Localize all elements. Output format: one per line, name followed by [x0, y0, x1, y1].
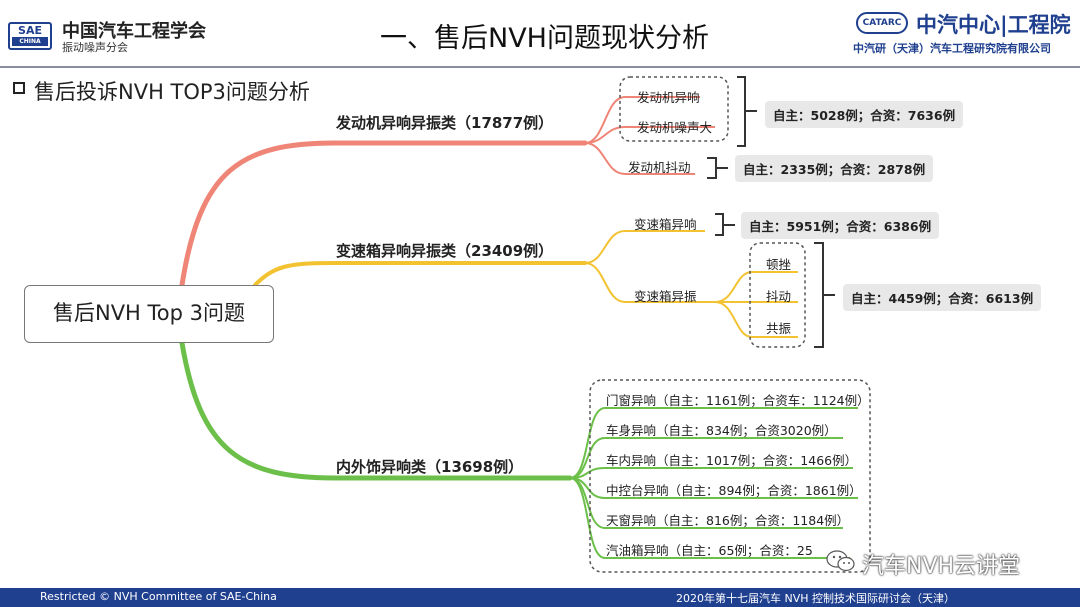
category-trim: 内外饰异响类（13698例） — [336, 458, 524, 476]
group-engine-noise — [619, 76, 729, 142]
branch-trim-sub2 — [569, 437, 843, 479]
footer-event: 2020年第十七届汽车 NVH 控制技术国际研讨会（天津） — [676, 592, 956, 605]
branch-trim-sub3 — [569, 467, 853, 479]
sub-engine-loud-noise: 发动机噪声大 — [637, 120, 713, 135]
header-divider — [0, 66, 1080, 68]
catarc-name: 中汽中心|工程院 — [916, 13, 1071, 37]
catarc-logo: CATARC — [856, 12, 908, 34]
branch-gearbox-sub2 — [584, 262, 715, 303]
root-node: 售后NVH Top 3问题 — [24, 285, 274, 343]
sub-engine-shake: 发动机抖动 — [628, 160, 691, 175]
leaf-resonance: 共振 — [766, 321, 792, 336]
footer-bar — [0, 588, 1080, 607]
group-trim-noise — [589, 379, 871, 573]
sae-china-logo: SAE CHINA — [8, 22, 52, 50]
branch-trim-sub6 — [569, 477, 850, 559]
sub-gearbox-vibration: 变速箱异振 — [634, 289, 697, 304]
bracket-engine-2 — [707, 157, 728, 179]
catarc-subname: 中汽研（天津）汽车工程研究院有限公司 — [853, 42, 1051, 55]
square-bullet-icon — [13, 82, 25, 94]
stat-engine-shake: 自主：2335例；合资：2878例 — [735, 155, 934, 182]
leaf-shake: 抖动 — [766, 289, 792, 304]
sub-trim-console: 中控台异响（自主：894例；合资：1861例） — [606, 483, 862, 498]
branch-gearbox — [253, 261, 587, 287]
footer-copyright: Restricted © NVH Committee of SAE-China — [40, 590, 277, 603]
stat-gearbox-vibration: 自主：4459例；合资：6613例 — [843, 284, 1042, 311]
branch-gearbox-leaf1 — [714, 271, 798, 303]
branch-trim-sub1 — [569, 407, 858, 479]
sub-trim-door-window: 门窗异响（自主：1161例；合资车：1124例） — [606, 393, 870, 408]
sub-gearbox-noise: 变速箱异响 — [634, 217, 697, 232]
slide-title: 一、售后NVH问题现状分析 — [380, 23, 709, 54]
bracket-gearbox-1 — [715, 213, 735, 236]
sae-logo-text: SAE — [18, 24, 42, 37]
sub-trim-fuel-tank: 汽油箱异响（自主：65例；合资：25 — [606, 543, 813, 558]
sub-trim-sunroof: 天窗异响（自主：816例；合资：1184例） — [606, 513, 850, 528]
branch-trim — [179, 340, 573, 481]
leaf-jerk: 顿挫 — [766, 257, 792, 272]
branch-gearbox-leaf3 — [714, 301, 798, 338]
stat-engine-noise: 自主：5028例；合资：7636例 — [765, 101, 964, 128]
stat-gearbox-noise: 自主：5951例；合资：6386例 — [741, 212, 940, 239]
branch-engine-sub3 — [584, 142, 695, 175]
group-gearbox-vibration — [749, 242, 806, 348]
sub-trim-body: 车身异响（自主：834例；合资3020例） — [606, 423, 837, 438]
category-gearbox: 变速箱异响异振类（23409例） — [336, 242, 554, 260]
branch-engine-sub2 — [584, 126, 715, 144]
watermark-text: 汽车NVH云讲堂 — [862, 554, 1021, 579]
branch-gearbox-sub1 — [584, 230, 705, 264]
bracket-engine-1 — [737, 76, 757, 147]
org-name: 中国汽车工程学会 — [62, 21, 206, 42]
sub-trim-cabin: 车内异响（自主：1017例；合资：1466例） — [606, 453, 858, 468]
category-engine: 发动机异响异振类（17877例） — [336, 114, 554, 132]
section-title: 售后投诉NVH TOP3问题分析 — [34, 80, 310, 104]
sae-logo-subtext: CHINA — [12, 37, 48, 46]
org-subname: 振动噪声分会 — [62, 41, 128, 54]
branch-engine — [179, 140, 588, 288]
bracket-gearbox-2 — [814, 242, 835, 348]
sub-engine-abnormal-noise: 发动机异响 — [637, 90, 700, 105]
wechat-icon — [826, 550, 855, 572]
branch-engine-sub1 — [584, 96, 700, 144]
